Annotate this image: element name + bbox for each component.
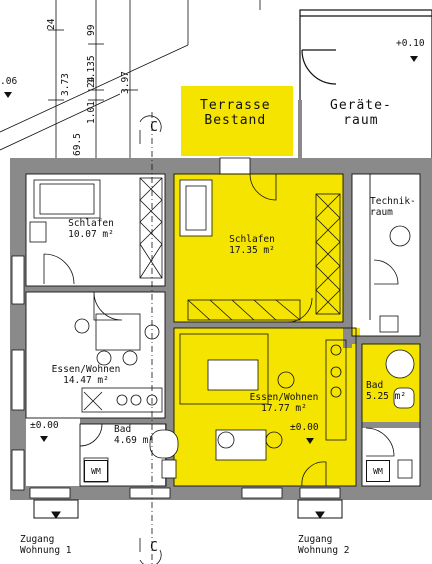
terrace-line1: Terrasse bbox=[200, 98, 271, 113]
unit1-living-name: Essen/Wohnen bbox=[51, 364, 121, 375]
technik-line1: Technik- bbox=[370, 196, 416, 207]
furniture-unit2 bbox=[179, 173, 415, 487]
section-marker-bottom: C bbox=[150, 540, 158, 555]
dim-d2: 99 bbox=[86, 24, 97, 36]
entrance-markers bbox=[33, 499, 343, 519]
section-marker-top: C bbox=[150, 120, 158, 135]
unit2-living-area: 17.77 m² bbox=[261, 403, 307, 414]
dim-d5: 3.73 bbox=[60, 73, 71, 96]
dim-d6: 1.01 bbox=[86, 101, 97, 124]
furniture-unit1 bbox=[29, 177, 179, 483]
technik-line2: raum bbox=[370, 207, 393, 218]
unit1-level: ±0.00 bbox=[30, 420, 59, 431]
unit1-washing-machine: WM bbox=[84, 460, 108, 482]
unit2-bath-label: Bad 5.25 m² bbox=[366, 380, 406, 402]
unit2-bedroom-name: Schlafen bbox=[229, 234, 275, 245]
unit2-bath-area: 5.25 m² bbox=[366, 391, 407, 402]
shed-outline bbox=[298, 9, 432, 161]
unit2-bath-name: Bad bbox=[366, 380, 384, 391]
unit2-living-label: Essen/Wohnen 17.77 m² bbox=[244, 392, 324, 414]
dim-d1: 24 bbox=[46, 18, 57, 30]
dim-d8: 69.5 bbox=[72, 133, 83, 156]
terrace-area bbox=[181, 86, 293, 156]
unit1-living-label: Essen/Wohnen 14.47 m² bbox=[46, 364, 126, 386]
unit1-entrance-line2: Wohnung 1 bbox=[20, 545, 72, 556]
shed-line2: raum bbox=[343, 113, 379, 128]
unit1-entrance-line1: Zugang bbox=[20, 534, 55, 545]
unit1-bedroom-name: Schlafen bbox=[68, 218, 114, 229]
level-top: +0.10 bbox=[396, 38, 425, 49]
shed-line1: Geräte- bbox=[330, 98, 392, 113]
unit1-living-area: 14.47 m² bbox=[63, 375, 109, 386]
dim-d4: 1.135 bbox=[86, 55, 97, 84]
terrace-line2: Bestand bbox=[204, 113, 267, 128]
unit1-bedroom-area: 10.07 m² bbox=[68, 229, 114, 240]
unit1-bath-name: Bad bbox=[114, 424, 132, 435]
unit2-living-fill bbox=[173, 328, 360, 492]
dim-d7: 3.97 bbox=[120, 71, 131, 94]
unit1-entrance-label: Zugang Wohnung 1 bbox=[20, 534, 71, 556]
unit2-level: ±0.00 bbox=[290, 422, 319, 433]
unit1-bath-area: 4.69 m² bbox=[114, 435, 155, 446]
unit2-bedroom-label: Schlafen 17.35 m² bbox=[212, 234, 292, 256]
unit2-entrance-line1: Zugang bbox=[298, 534, 333, 545]
dimension-lines bbox=[0, 0, 261, 160]
unit2-washing-machine: WM bbox=[366, 460, 390, 482]
technik-label: Technik- raum bbox=[370, 196, 416, 218]
level-left-top: .06 bbox=[0, 76, 18, 87]
level-markers bbox=[4, 56, 418, 444]
terrace-label: Terrasse Bestand bbox=[200, 98, 271, 128]
unit2-entrance-line2: Wohnung 2 bbox=[298, 545, 350, 556]
unit2-bedroom-area: 17.35 m² bbox=[229, 245, 275, 256]
windows bbox=[11, 157, 341, 499]
unit1-bedroom-label: Schlafen 10.07 m² bbox=[56, 218, 126, 240]
unit1-bath-label: Bad 4.69 m² bbox=[114, 424, 154, 446]
unit2-living-name: Essen/Wohnen bbox=[249, 392, 319, 403]
section-line bbox=[139, 112, 162, 564]
shed-label: Geräte- raum bbox=[330, 98, 392, 128]
unit2-entrance-label: Zugang Wohnung 2 bbox=[298, 534, 349, 556]
